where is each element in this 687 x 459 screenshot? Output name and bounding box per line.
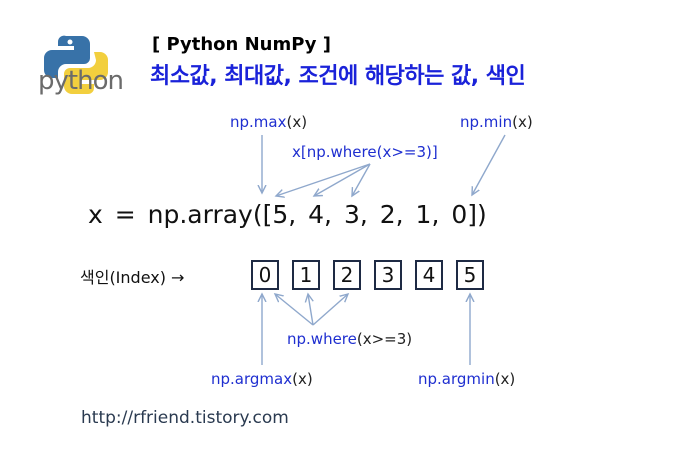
label-x-where-pre: x[ (292, 143, 307, 161)
arrow-np-where-2 (312, 294, 348, 326)
arrow-np-min (472, 134, 506, 195)
label-np-where-arg: (x>=3) (356, 330, 413, 348)
label-np-max-fn: np.max (230, 113, 287, 131)
label-np-argmin: np.argmin(x) (418, 370, 515, 388)
arrow-np-where-1 (308, 294, 313, 326)
label-x-where-arg: (x>=3)] (376, 143, 438, 161)
label-np-argmax-fn: np.argmax (211, 370, 293, 388)
label-np-min: np.min(x) (460, 113, 533, 131)
label-np-where: np.where(x>=3) (287, 330, 412, 348)
arrow-x-where-4 (314, 163, 371, 196)
slide (23, 10, 654, 450)
index-box-5: 5 (456, 260, 484, 290)
python-logo: python (36, 30, 126, 100)
label-np-min-fn: np.min (460, 113, 513, 131)
label-np-min-arg: (x) (512, 113, 533, 131)
label-np-max: np.max(x) (230, 113, 307, 131)
arrow-np-where-0 (275, 294, 314, 326)
label-x-where: x[np.where(x>=3)] (292, 143, 438, 161)
index-box-3: 3 (374, 260, 402, 290)
label-np-max-arg: (x) (286, 113, 308, 131)
index-box-2: 2 (333, 260, 361, 290)
label-np-argmax-arg: (x) (292, 370, 313, 388)
source-url: http://rfriend.tistory.com (81, 408, 289, 428)
title-line-1: [ Python NumPy ] (152, 34, 332, 55)
label-x-where-fn: np.where (306, 143, 377, 161)
label-np-argmax: np.argmax(x) (211, 370, 313, 388)
python-snake-icon (44, 35, 108, 94)
title-line-2: 최소값, 최대값, 조건에 해당하는 값, 색인 (150, 64, 526, 89)
label-np-where-fn: np.where (287, 330, 357, 348)
python-logo-text: python (38, 66, 124, 96)
index-label: 색인(Index) → (80, 268, 185, 287)
label-np-argmin-arg: (x) (494, 370, 516, 388)
label-np-argmin-fn: np.argmin (418, 370, 495, 388)
arrow-x-where-3 (352, 163, 371, 196)
arrow-x-where-5 (276, 163, 371, 196)
index-box-0: 0 (251, 260, 279, 290)
index-box-4: 4 (415, 260, 443, 290)
code-line: x = np.array([5, 4, 3, 2, 1, 0]) (88, 200, 487, 229)
index-box-1: 1 (292, 260, 320, 290)
